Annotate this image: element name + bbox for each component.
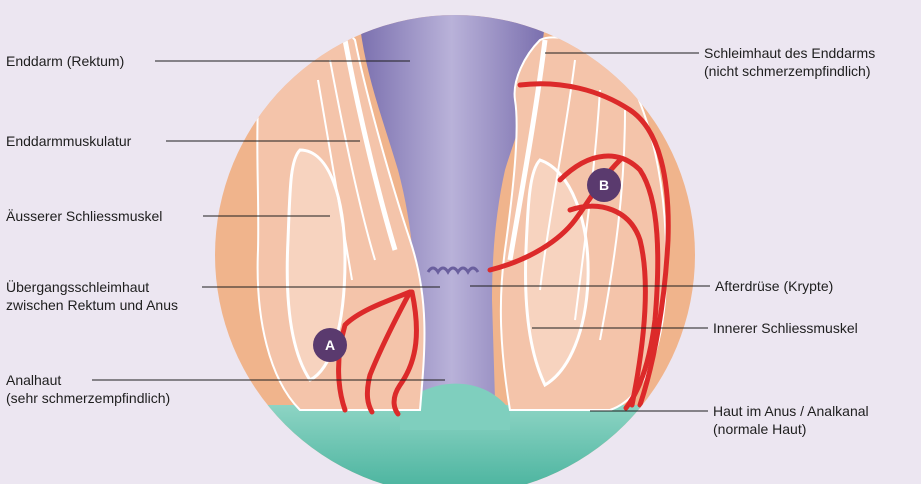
label-aeusserer-schliessmuskel: Äusserer Schliessmuskel bbox=[6, 207, 162, 225]
label-haut-anus: Haut im Anus / Analkanal(normale Haut) bbox=[713, 402, 869, 438]
label-innerer-schliessmuskel: Innerer Schliessmuskel bbox=[713, 319, 858, 337]
label-analhaut: Analhaut(sehr schmerzempfindlich) bbox=[6, 371, 170, 407]
svg-text:B: B bbox=[599, 177, 609, 193]
svg-text:A: A bbox=[325, 337, 335, 353]
label-enddarmmuskulatur: Enddarmmuskulatur bbox=[6, 132, 131, 150]
marker-a: A bbox=[313, 328, 347, 362]
label-enddarm: Enddarm (Rektum) bbox=[6, 52, 124, 70]
label-afterdruese: Afterdrüse (Krypte) bbox=[715, 277, 833, 295]
label-schleimhaut-enddarm: Schleimhaut des Enddarms(nicht schmerzem… bbox=[704, 44, 875, 80]
marker-b: B bbox=[587, 168, 621, 202]
